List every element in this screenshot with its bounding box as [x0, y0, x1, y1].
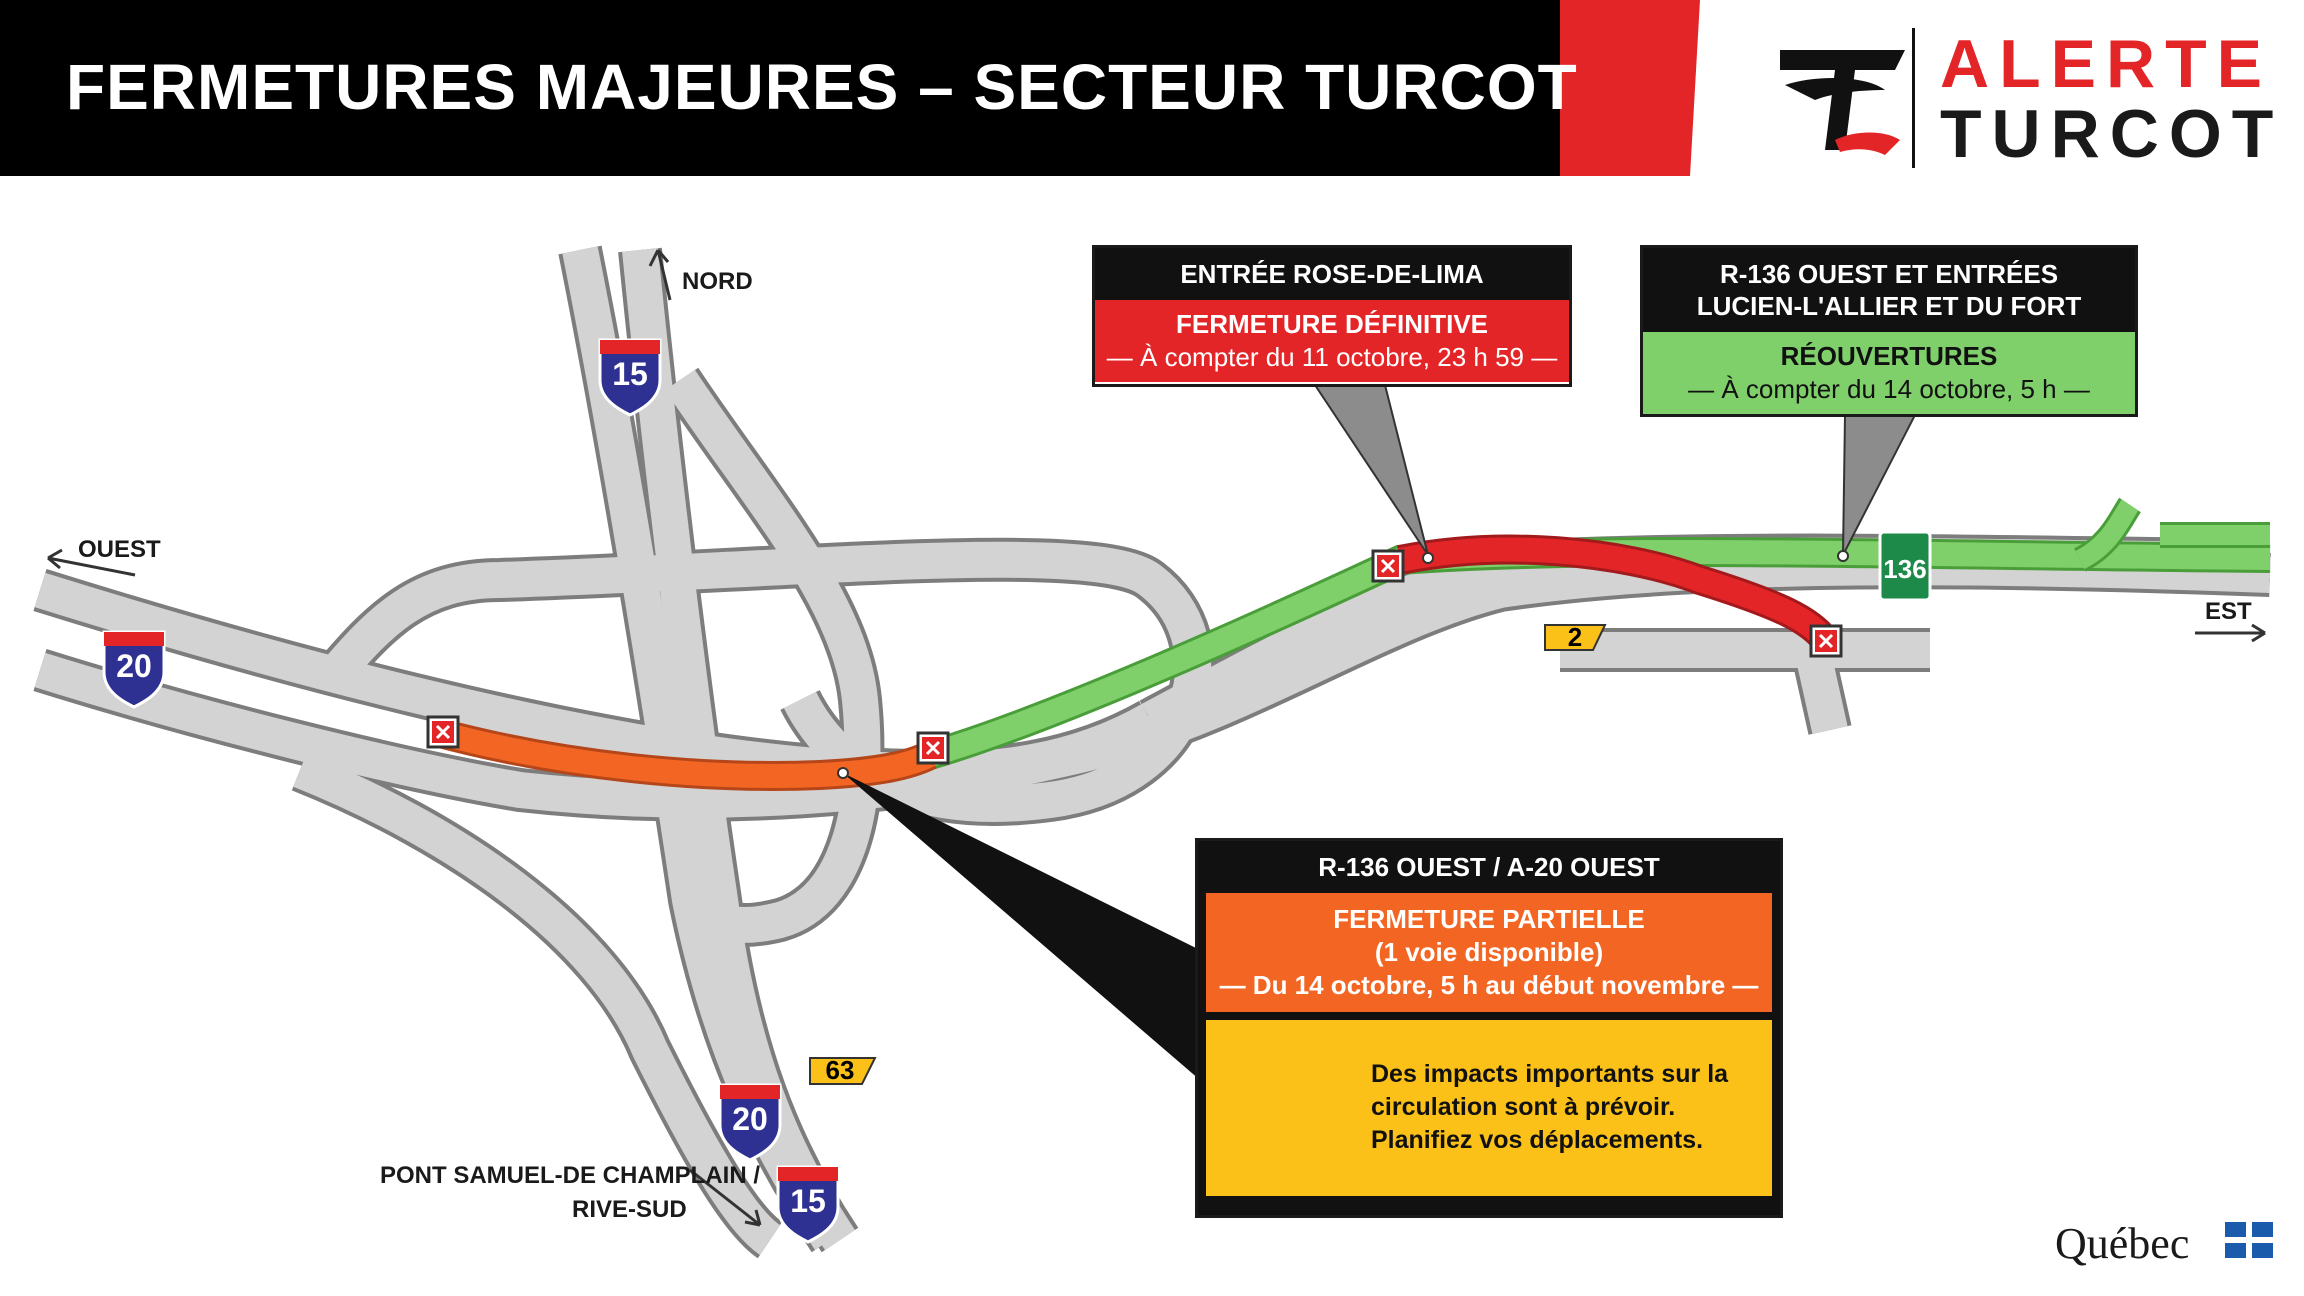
closure-marker [1371, 549, 1405, 583]
callout-r136-reopen-detail: — À compter du 14 octobre, 5 h — [1688, 374, 2090, 404]
callout-r136-reopen-body: RÉOUVERTURES — À compter du 14 octobre, … [1643, 332, 2135, 414]
a15-shield-bottom [776, 1165, 840, 1244]
r136-shield [1878, 530, 1932, 602]
callout-r136-a20-warning-panel: Des impacts importants sur la circulatio… [1206, 1020, 1772, 1196]
callout-r136-a20: R-136 OUEST / A-20 OUEST FERMETURE PARTI… [1195, 838, 1783, 1218]
callout-rose-de-lima-status: FERMETURE DÉFINITIVE [1175, 309, 1488, 339]
west-label: OUEST [78, 536, 161, 563]
east-label: EST [2205, 598, 2252, 625]
west-arrow [47, 548, 136, 577]
callout-r136-a20-detail: — Du 14 octobre, 5 h au début novembre — [1219, 970, 1759, 1000]
a15-top-number: 15 [612, 356, 648, 392]
callout-r136-a20-status-sub: (1 voie disponible) [1374, 937, 1604, 967]
page-title: FERMETURES MAJEURES – SECTEUR TURCOT [66, 51, 1578, 123]
callout-r136-reopen-header-line1: R-136 OUEST ET ENTRÉES [1719, 259, 2059, 289]
pointer-r136-a20 [843, 773, 1200, 1080]
a15-shield-top [598, 338, 662, 417]
a20-shield-bottom [718, 1083, 782, 1162]
a20-left-number: 20 [116, 648, 152, 684]
logo-text: ALERTE TURCOT [1940, 30, 2283, 168]
quebec-flag-icon [2225, 1222, 2273, 1258]
logo-divider [1912, 28, 1915, 168]
north-arrow [648, 249, 672, 301]
exit-63-number: 63 [825, 1055, 855, 1085]
exit-2-number: 2 [1567, 622, 1583, 652]
callout-r136-reopen: R-136 OUEST ET ENTRÉES LUCIEN-L'ALLIER E… [1640, 245, 2138, 417]
closure-marker [916, 731, 950, 765]
header-bar [0, 0, 1560, 176]
callout-r136-a20-body: FERMETURE PARTIELLE (1 voie disponible) … [1206, 893, 1772, 1012]
callout-r136-a20-warning: Des impacts importants sur la circulatio… [1371, 1060, 1729, 1154]
callout-rose-de-lima: ENTRÉE ROSE-DE-LIMA FERMETURE DÉFINITIVE… [1092, 245, 1572, 387]
a15-bottom-number: 15 [790, 1183, 826, 1219]
alerte-turcot-logo [1775, 30, 1915, 160]
callout-rose-de-lima-header: ENTRÉE ROSE-DE-LIMA [1095, 248, 1569, 300]
turcot-logo-icon [1780, 50, 1905, 155]
callout-r136-a20-status: FERMETURE PARTIELLE [1333, 904, 1645, 934]
pointer-rose-de-lima [1313, 384, 1429, 556]
callout-r136-reopen-status: RÉOUVERTURES [1780, 341, 1998, 371]
south-label-line1: PONT SAMUEL-DE CHAMPLAIN / [380, 1162, 760, 1189]
callout-r136-reopen-header-line2: LUCIEN-L'ALLIER ET DU FORT [1696, 291, 2082, 321]
north-label: NORD [682, 268, 753, 295]
a20-shield-left [102, 630, 166, 709]
quebec-brand: Québec [2055, 1219, 2190, 1268]
south-label-line2: RIVE-SUD [572, 1196, 687, 1223]
callout-rose-de-lima-detail: — À compter du 11 octobre, 23 h 59 — [1106, 342, 1558, 372]
exit-63-sign [809, 1057, 877, 1085]
callout-r136-reopen-header: R-136 OUEST ET ENTRÉES LUCIEN-L'ALLIER E… [1643, 248, 2135, 332]
a20-bottom-number: 20 [732, 1101, 768, 1137]
east-arrow [2195, 623, 2266, 643]
closure-marker [426, 715, 460, 749]
exit-2-sign [1544, 624, 1607, 651]
logo-line-turcot: TURCOT [1940, 96, 2284, 172]
r136-number: 136 [1883, 554, 1927, 584]
closure-marker [1809, 624, 1843, 658]
header-red-accent [1530, 0, 1700, 176]
callout-rose-de-lima-body: FERMETURE DÉFINITIVE — À compter du 11 o… [1095, 300, 1569, 382]
logo-line-alerte: ALERTE [1940, 26, 2272, 102]
south-arrow [689, 1168, 762, 1227]
callout-r136-a20-header: R-136 OUEST / A-20 OUEST [1198, 841, 1780, 893]
